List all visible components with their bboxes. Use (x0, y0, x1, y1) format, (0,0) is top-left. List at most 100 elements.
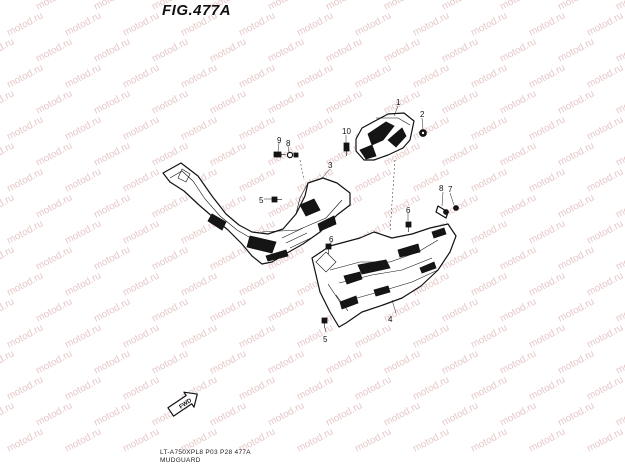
left-mudguard-part (162, 162, 351, 265)
callout-number: 9 (277, 136, 282, 145)
watermark-text: motod.ru (179, 62, 219, 90)
watermark-text: motod.ru (5, 62, 45, 90)
watermark-text: motod.ru (63, 322, 103, 350)
watermark-text: motod.ru (121, 426, 161, 454)
watermark-text: motod.ru (92, 192, 132, 220)
watermark-text: motod.ru (5, 114, 45, 142)
watermark-text: motod.ru (150, 244, 190, 272)
watermark-text: motod.ru (5, 322, 45, 350)
front-panel-cover-part (355, 112, 415, 161)
watermark-text: motod.ru (34, 36, 74, 64)
watermark-text: motod.ru (0, 0, 16, 13)
watermark-text: motod.ru (208, 296, 248, 324)
watermark-text: motod.ru (527, 114, 567, 142)
watermark-text: motod.ru (121, 270, 161, 298)
watermark-text: motod.ru (295, 10, 335, 38)
bolt-part (419, 129, 427, 137)
watermark-text: motod.ru (34, 244, 74, 272)
watermark-text: motod.ru (63, 426, 103, 454)
callout-number: 10 (342, 127, 351, 136)
watermark-text: motod.ru (92, 244, 132, 272)
callout-number: 7 (448, 185, 453, 194)
watermark-text: motod.ru (150, 140, 190, 168)
watermark-text: motod.ru (353, 62, 393, 90)
watermark-text: motod.ru (121, 166, 161, 194)
watermark-text: motod.ru (527, 426, 567, 454)
watermark-text: motod.ru (121, 114, 161, 142)
leader-lines (264, 105, 455, 333)
watermark-text: motod.ru (208, 140, 248, 168)
watermark-text: motod.ru (237, 374, 277, 402)
watermark-text: motod.ru (0, 296, 16, 324)
watermark-text: motod.ru (92, 348, 132, 376)
watermark-text: motod.ru (353, 374, 393, 402)
watermark-text: motod.ru (266, 88, 306, 116)
watermark-text: motod.ru (382, 36, 422, 64)
watermark-text: motod.ru (295, 426, 335, 454)
watermark-text: motod.ru (498, 400, 538, 428)
watermark-text: motod.ru (266, 348, 306, 376)
callout-number: 4 (388, 315, 393, 324)
part-group-caption: MUDGUARD (160, 457, 201, 464)
watermark-text: motod.ru (585, 62, 625, 90)
watermark-text: motod.ru (585, 322, 625, 350)
clip-part (453, 205, 459, 211)
watermark-text: motod.ru (0, 88, 16, 116)
watermark-text: motod.ru (585, 166, 625, 194)
watermark-text: motod.ru (266, 400, 306, 428)
watermark-text: motod.ru (498, 244, 538, 272)
model-code-caption: LT-A750XPL8 P03 P28 477A (160, 449, 251, 456)
callout-number: 1 (396, 98, 401, 107)
watermark-text: motod.ru (150, 348, 190, 376)
callout-number: 2 (420, 110, 425, 119)
bolt-part (271, 196, 282, 203)
watermark-text: motod.ru (353, 166, 393, 194)
watermark-text: motod.ru (92, 88, 132, 116)
watermark-text: motod.ru (150, 88, 190, 116)
clip-part (443, 209, 449, 215)
watermark-text: motod.ru (556, 296, 596, 324)
watermark-text: motod.ru (63, 374, 103, 402)
screw-part (343, 142, 350, 156)
watermark-text: motod.ru (237, 166, 277, 194)
watermark-text: motod.ru (208, 348, 248, 376)
watermark-text: motod.ru (527, 62, 567, 90)
watermark-text: motod.ru (498, 140, 538, 168)
watermark-text: motod.ru (63, 114, 103, 142)
bolt-part (405, 221, 412, 232)
watermark-text: motod.ru (556, 348, 596, 376)
watermark-text: motod.ru (440, 348, 480, 376)
watermark-text: motod.ru (556, 192, 596, 220)
watermark-text: motod.ru (556, 36, 596, 64)
watermark-text: motod.ru (469, 426, 509, 454)
watermark-text: motod.ru (440, 140, 480, 168)
watermark-text: motod.ru (614, 244, 625, 272)
watermark-text: motod.ru (150, 192, 190, 220)
watermark-text: motod.ru (498, 348, 538, 376)
watermark-text: motod.ru (469, 10, 509, 38)
watermark-text: motod.ru (150, 296, 190, 324)
watermark-text: motod.ru (92, 36, 132, 64)
watermark-text: motod.ru (411, 10, 451, 38)
watermark-text: motod.ru (150, 36, 190, 64)
watermark-text: motod.ru (208, 36, 248, 64)
watermark-text: motod.ru (92, 296, 132, 324)
watermark-text: motod.ru (34, 88, 74, 116)
watermark-text: motod.ru (440, 400, 480, 428)
watermark-text: motod.ru (5, 10, 45, 38)
watermark-text: motod.ru (614, 36, 625, 64)
watermark-text: motod.ru (0, 192, 16, 220)
watermark-text: motod.ru (440, 36, 480, 64)
watermark-text: motod.ru (121, 374, 161, 402)
watermark-text: motod.ru (556, 88, 596, 116)
watermark-text: motod.ru (556, 400, 596, 428)
watermark-text: motod.ru (440, 296, 480, 324)
watermark-text: motod.ru (295, 62, 335, 90)
watermark-text: motod.ru (121, 218, 161, 246)
watermark-text: motod.ru (469, 270, 509, 298)
watermark-text: motod.ru (527, 322, 567, 350)
watermark-text: motod.ru (614, 88, 625, 116)
watermark-text: motod.ru (527, 10, 567, 38)
watermark-text: motod.ru (5, 270, 45, 298)
